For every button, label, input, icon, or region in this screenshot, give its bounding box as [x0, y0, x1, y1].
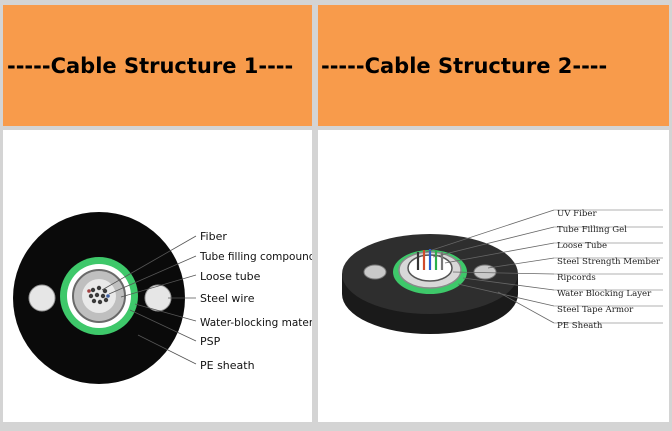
cable2-label-loose-tube: Loose Tube	[557, 241, 607, 251]
cable2-label-tube-filling-gel: Tube Filling Gel	[557, 225, 627, 235]
cable1-fiber-bundle	[87, 285, 110, 305]
cable2-label-steel-tape-armor: Steel Tape Armor	[557, 305, 634, 315]
cable2-label-water-blocking-layer: Water Blocking Layer	[557, 289, 652, 299]
header-right: -----Cable Structure 2----	[318, 5, 669, 126]
cable2-strength-member-left	[363, 264, 387, 280]
header-left-title: -----Cable Structure 1----	[7, 53, 294, 78]
header-right-title: -----Cable Structure 2----	[321, 53, 608, 78]
header-left: -----Cable Structure 1----	[3, 5, 312, 126]
cable2-label-pe-sheath: PE Sheath	[557, 321, 603, 331]
cable1-label-loose-tube: Loose tube	[200, 270, 261, 283]
cable1-label-pe-sheath: PE sheath	[200, 359, 255, 372]
cable1-steel-wire-left	[28, 284, 56, 312]
cable2-label-steel-strength: Steel Strength Member	[557, 257, 661, 267]
cable2-fiber-bundle	[416, 249, 444, 270]
cable1-label-tube-filling: Tube filling compound	[199, 251, 312, 263]
cable1-label-fiber: Fiber	[200, 230, 227, 243]
cable2-strength-member-right	[473, 264, 497, 280]
cable1-tube-gel	[82, 279, 116, 313]
cable2-label-uv-fiber: UV Fiber	[557, 209, 597, 219]
cable1-label-psp: PSP	[200, 335, 221, 348]
cable2-label-ripcords: Ripcords	[557, 273, 596, 283]
cable1-label-water-blocking: Water-blocking mater	[200, 317, 312, 329]
cable1-diagram: Fiber Tube filling compound Loose tube S…	[13, 212, 312, 384]
cable1-panel: Fiber Tube filling compound Loose tube S…	[3, 130, 312, 422]
cable2-diagram: UV Fiber Tube Filling Gel Loose Tube Ste…	[342, 209, 663, 334]
cable2-panel: UV Fiber Tube Filling Gel Loose Tube Ste…	[318, 130, 669, 422]
cable1-label-steel-wire: Steel wire	[200, 292, 255, 305]
